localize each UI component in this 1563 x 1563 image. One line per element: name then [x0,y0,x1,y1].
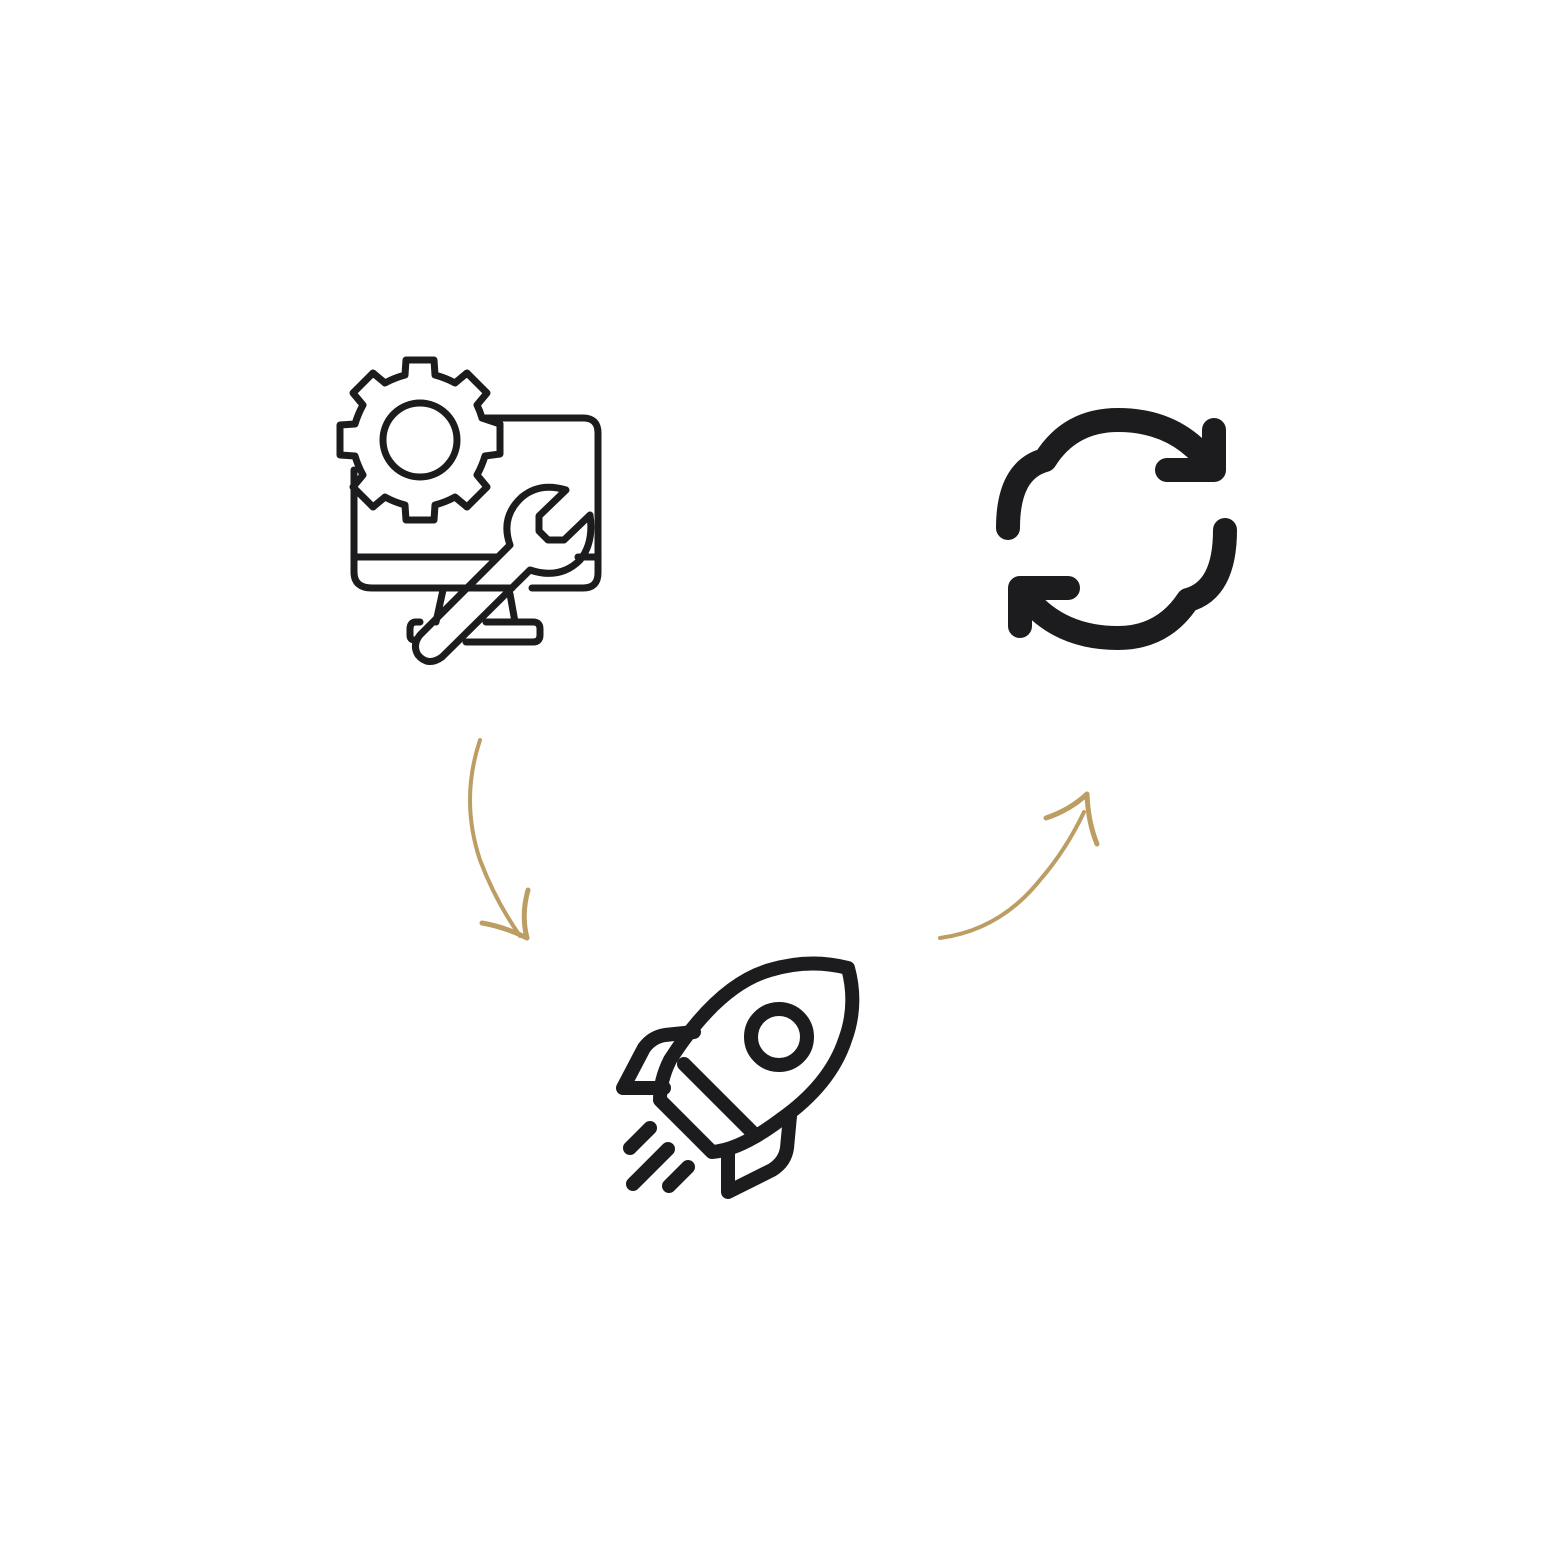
monitor-gear-wrench-icon [336,356,602,665]
rocket-band [677,1057,763,1143]
rocket-exhaust-3 [662,1160,695,1193]
refresh-arc-lower [1015,518,1237,650]
arrow-shaft [938,810,1086,940]
arrow-head [479,887,531,941]
rocket-exhaust-2 [626,1142,675,1191]
rocket-body [653,956,860,1159]
rocket-window [744,1002,814,1072]
refresh-arrowhead-lower [1008,576,1080,638]
rocket-fin-right [721,1109,797,1199]
refresh-cycle-icon [996,408,1237,650]
gear-icon [336,356,504,524]
arrow-launch-to-iterate [938,791,1100,940]
rocket-exhaust-1 [623,1121,657,1155]
refresh-arrowhead-upper [1155,418,1226,482]
rocket-fin-left [616,1025,701,1095]
arrow-shaft [468,738,522,938]
rocket-icon [616,956,860,1199]
gear-hub [379,399,461,481]
arrow-setup-to-launch [468,738,531,941]
wrench-icon [411,483,595,665]
refresh-arc-upper [996,408,1220,540]
arrow-head [1043,791,1100,847]
monitor-frame [478,414,602,592]
